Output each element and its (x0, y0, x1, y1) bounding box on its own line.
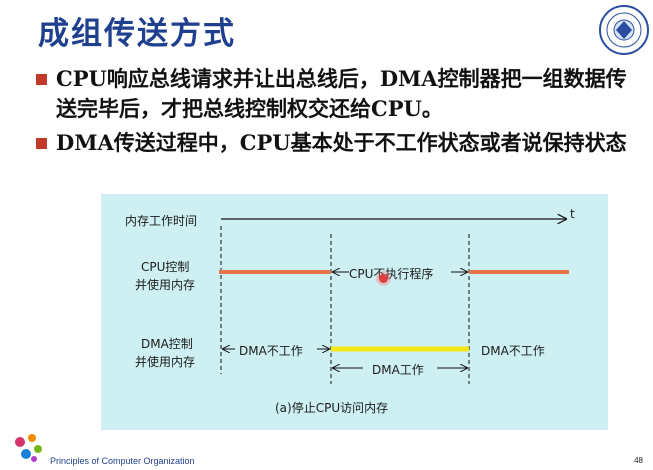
bullet-item: CPU响应总线请求并让出总线后，DMA控制器把一组数据传送完毕后，才把总线控制权… (34, 64, 634, 124)
bullet-text: CPU响应总线请求并让出总线后，DMA控制器把一组数据传送完毕后，才把总线控制权… (56, 66, 627, 121)
dma-row-label-2: 并使用内存 (135, 355, 196, 369)
page-number: 48 (634, 456, 643, 465)
bullet-square-icon (36, 138, 47, 149)
university-seal-icon (599, 5, 649, 55)
cpu-row-label-2: 并使用内存 (135, 278, 196, 292)
dma-idle-left-label: DMA不工作 (239, 344, 303, 358)
pointer-cursor (379, 274, 388, 283)
timing-diagram: 内存工作时间 t CPU控制 并使用内存 CPU不执行程序 DMA控制 并使用内… (101, 194, 608, 430)
cpu-idle-label: CPU不执行程序 (349, 267, 434, 281)
bullet-list: CPU响应总线请求并让出总线后，DMA控制器把一组数据传送完毕后，才把总线控制权… (34, 64, 634, 162)
cpu-row-label-1: CPU控制 (141, 260, 190, 274)
dma-idle-right-label: DMA不工作 (481, 344, 545, 358)
time-t-label: t (570, 207, 575, 221)
course-name: Principles of Computer Organization (50, 456, 195, 466)
diagram-caption: (a)停止CPU访问内存 (275, 401, 389, 415)
bullet-text: DMA传送过程中，CPU基本处于不工作状态或者说保持状态 (56, 130, 627, 155)
memory-time-label: 内存工作时间 (125, 214, 198, 228)
timing-diagram-graphics (219, 194, 569, 384)
slide-title: 成组传送方式 (38, 16, 236, 52)
dma-row-label-1: DMA控制 (141, 337, 193, 351)
bullet-item: DMA传送过程中，CPU基本处于不工作状态或者说保持状态 (34, 128, 634, 158)
course-logo-icon (15, 434, 42, 462)
dma-work-label: DMA工作 (372, 363, 424, 377)
bullet-square-icon (36, 74, 47, 85)
